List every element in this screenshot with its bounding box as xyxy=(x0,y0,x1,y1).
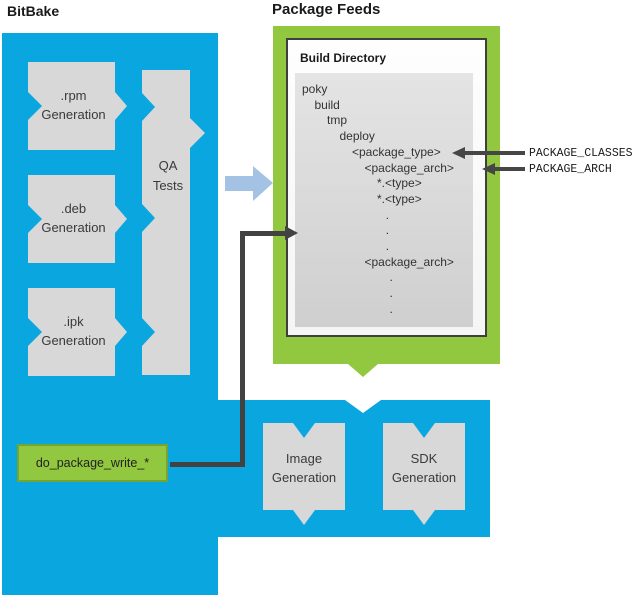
package-classes-arrow-icon xyxy=(452,147,525,159)
rpm-generation-box: .rpm Generation xyxy=(28,62,127,150)
qa-tests-line2: Tests xyxy=(152,177,184,193)
image-generation-label: Image Generation xyxy=(263,450,345,488)
task-connector-horizontal-segment xyxy=(170,462,245,467)
package-arch-arrow-icon xyxy=(482,163,525,175)
directory-entry: poky xyxy=(302,82,328,96)
task-connector-top-segment xyxy=(240,231,286,236)
directory-entry: <package_arch> xyxy=(364,254,454,269)
directory-entry: . xyxy=(385,223,390,238)
deb-generation-box: .deb Generation xyxy=(28,175,127,263)
rpm-generation-line2: Generation xyxy=(41,107,106,122)
deb-generation-line1: .deb xyxy=(60,201,87,217)
arrow-left-head-icon xyxy=(482,163,495,175)
ipk-generation-line2: Generation xyxy=(41,333,106,348)
directory-entry: . xyxy=(389,270,393,285)
build-directory-label: Build Directory xyxy=(300,51,387,65)
directory-entry: <package_arch> xyxy=(364,160,454,175)
directory-entry: *.<type> xyxy=(377,191,422,206)
arrow-shaft xyxy=(491,167,525,171)
deb-generation-line2: Generation xyxy=(41,220,106,235)
sdk-generation-line2: Generation xyxy=(391,469,457,485)
package-arch-variable-label: PACKAGE_ARCH xyxy=(529,163,612,176)
qa-tests-line1: QA xyxy=(158,158,178,173)
image-generation-line1: Image xyxy=(285,451,323,466)
flow-arrow-icon xyxy=(225,166,273,201)
directory-entry: deploy xyxy=(339,129,375,144)
do-package-write-label: do_package_write_* xyxy=(35,456,150,470)
package-classes-variable-label: PACKAGE_CLASSES xyxy=(529,147,632,160)
sdk-generation-label: SDK Generation xyxy=(383,450,465,488)
rpm-generation-line1: .rpm xyxy=(60,88,87,104)
do-package-write-box: do_package_write_* xyxy=(17,444,168,482)
sdk-generation-box: SDK Generation xyxy=(383,423,465,525)
directory-entry: . xyxy=(385,239,390,254)
directory-entry: . xyxy=(389,286,393,301)
qa-tests-label: QA Tests xyxy=(142,156,194,195)
ipk-generation-line1: .ipk xyxy=(63,314,84,330)
image-generation-box: Image Generation xyxy=(263,423,345,525)
arrow-shaft xyxy=(461,151,525,155)
directory-entry: <package_type> xyxy=(352,144,441,159)
directory-entry: . xyxy=(389,301,393,316)
arrow-left-head-icon xyxy=(452,147,465,159)
arrow-right-head-icon xyxy=(285,226,298,240)
ipk-generation-box: .ipk Generation xyxy=(28,288,127,376)
directory-entry: build xyxy=(314,97,340,112)
directory-entry: *.<type> xyxy=(377,176,422,191)
directory-entry: . xyxy=(385,207,390,222)
sdk-generation-line1: SDK xyxy=(410,451,438,466)
bitbake-title: BitBake xyxy=(7,3,60,19)
image-generation-line2: Generation xyxy=(271,469,337,485)
task-connector-vertical-segment xyxy=(240,231,245,467)
directory-entry: tmp xyxy=(327,113,348,128)
package-feeds-title: Package Feeds xyxy=(272,1,381,18)
